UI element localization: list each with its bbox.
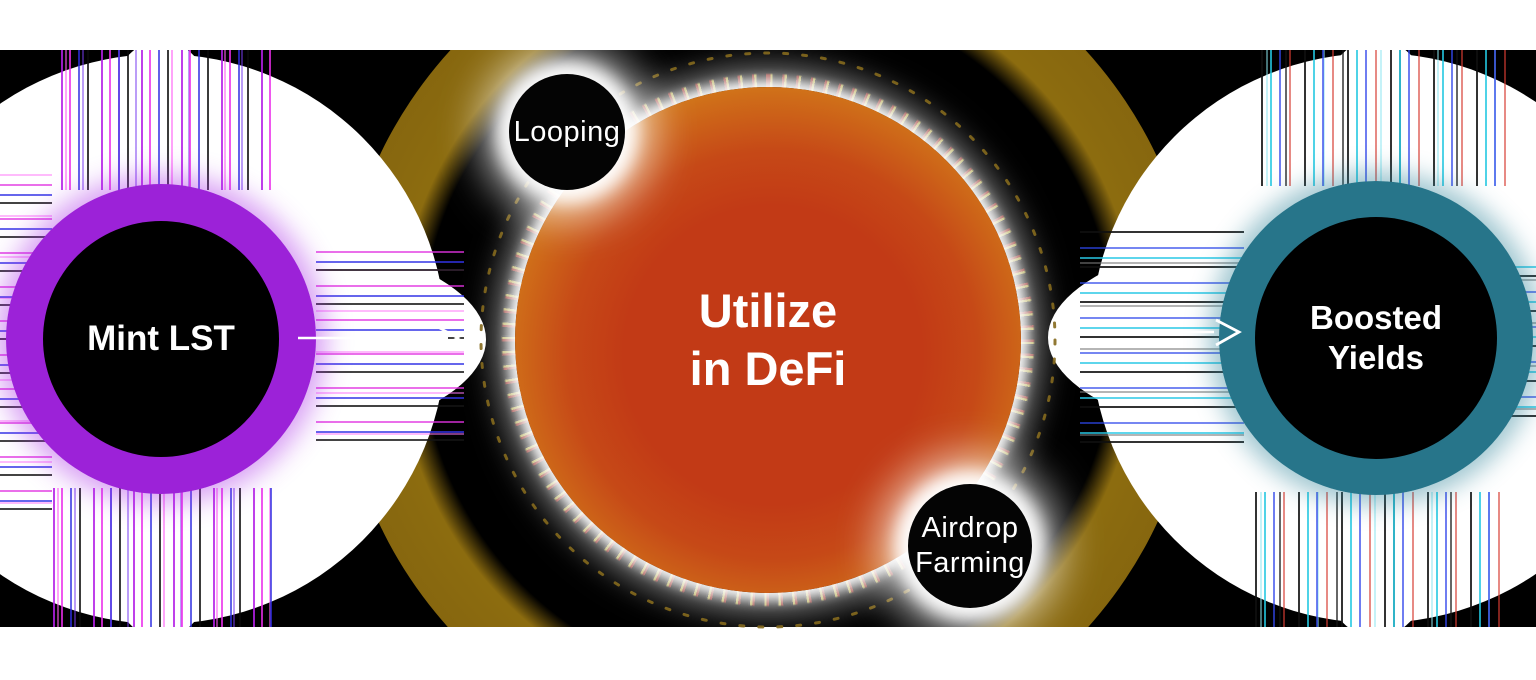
dashed-orbit-ring	[479, 51, 1057, 629]
node-boosted-yields-core: Boosted Yields	[1255, 217, 1497, 459]
node-mint-lst-label: Mint LST	[87, 319, 235, 358]
satellite-looping: Looping	[509, 74, 625, 190]
connector-left-arrowhead	[435, 324, 461, 352]
node-mint-lst-core: Mint LST	[43, 221, 279, 457]
node-boosted-yields-label: Boosted Yields	[1310, 299, 1442, 376]
node-utilize-label: Utilize in DeFi	[689, 284, 847, 395]
node-mint-lst: Mint LST	[6, 184, 316, 494]
satellite-airdrop-farming: Airdrop Farming	[908, 484, 1032, 608]
connector-right-arrowhead	[1215, 318, 1242, 347]
node-boosted-yields: Boosted Yields	[1219, 181, 1533, 495]
satellite-airdrop-farming-label: Airdrop Farming	[915, 512, 1025, 579]
satellite-looping-label: Looping	[513, 115, 621, 148]
